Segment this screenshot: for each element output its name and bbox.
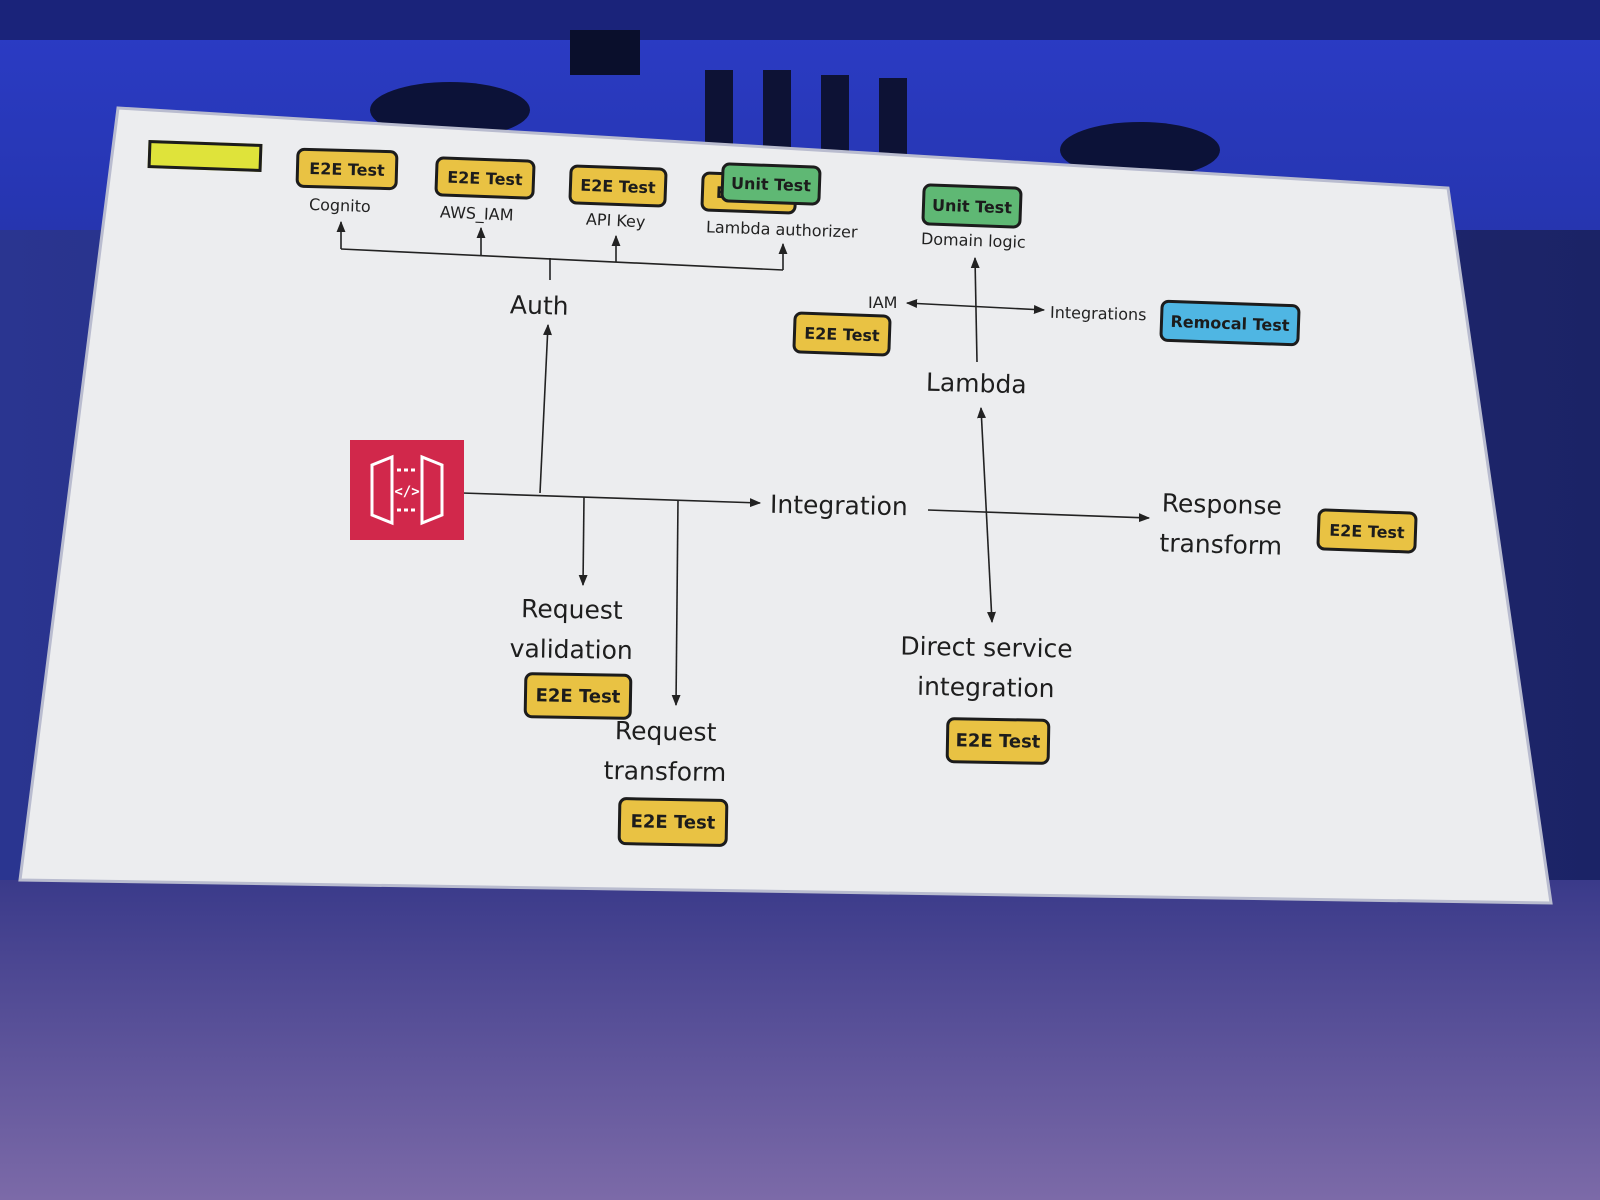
api-gateway-icon: </>	[350, 440, 464, 540]
e2e-badge-aws-iam: E2E Test	[434, 156, 536, 200]
label-request-transform: Request transform	[603, 711, 727, 793]
e2e-badge-api-key: E2E Test	[568, 164, 668, 208]
label-auth: Auth	[509, 290, 569, 321]
label-domain-logic: Domain logic	[920, 229, 1027, 252]
e2e-badge-request-transform: E2E Test	[617, 797, 729, 847]
req-validation-line1: Request	[520, 594, 623, 625]
response-line2: transform	[1159, 528, 1283, 561]
direct-line1: Direct service	[900, 631, 1073, 664]
label-response-transform: Response transform	[1159, 483, 1284, 566]
label-aws-iam: AWS_IAM	[439, 202, 514, 225]
label-cognito: Cognito	[308, 194, 372, 217]
direct-line2: integration	[916, 671, 1055, 704]
e2e-badge-iam: E2E Test	[792, 311, 892, 357]
label-iam: IAM	[868, 293, 898, 312]
remocal-badge: Remocal Test	[1159, 299, 1301, 347]
response-line1: Response	[1161, 488, 1283, 521]
e2e-badge-direct-service: E2E Test	[945, 717, 1051, 765]
label-api-key: API Key	[585, 209, 646, 232]
label-direct-service-integration: Direct service integration	[899, 627, 1073, 710]
svg-text:</>: </>	[394, 484, 419, 500]
label-integration: Integration	[769, 489, 909, 522]
e2e-badge-cognito: E2E Test	[295, 147, 399, 191]
unit-badge-domain-logic: Unit Test	[921, 183, 1023, 229]
req-transform-line1: Request	[614, 716, 717, 747]
e2e-badge-response: E2E Test	[1316, 508, 1418, 554]
label-lambda: Lambda	[925, 367, 1028, 400]
req-validation-line2: validation	[509, 633, 633, 666]
req-transform-line2: transform	[603, 755, 727, 788]
label-integrations: Integrations	[1049, 302, 1147, 325]
unit-badge-lambda-authorizer: Unit Test	[720, 162, 822, 206]
connector-lines	[336, 220, 1151, 707]
label-request-validation: Request validation	[509, 589, 633, 671]
color-swatch	[147, 140, 263, 172]
